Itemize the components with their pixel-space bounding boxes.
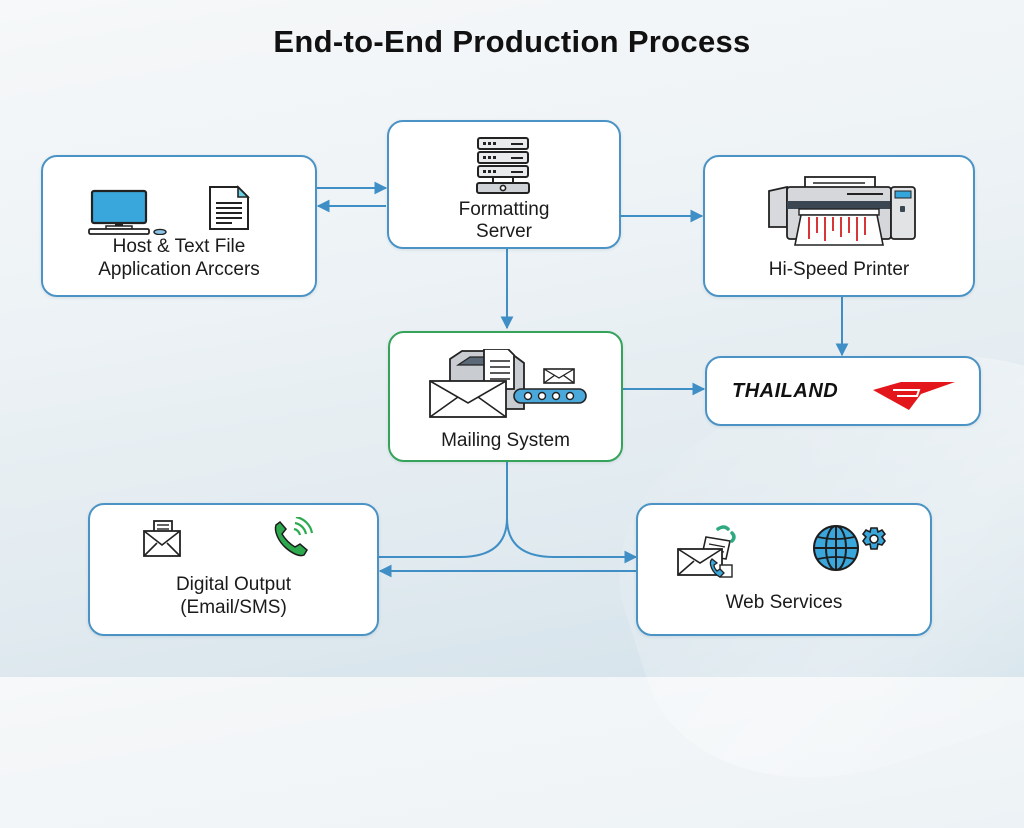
text-document-icon (209, 185, 250, 230)
edge-mailing-to-digital (378, 462, 508, 558)
mail-inserter-conveyor-icon (429, 349, 587, 418)
server-rack-icon (476, 137, 530, 194)
connectors-layer (316, 181, 849, 578)
web-node-label: Web Services (725, 592, 843, 613)
host-node-label-line2: Application Arccers (98, 259, 260, 280)
node-formatting-server[interactable]: Formatting Server (387, 120, 621, 249)
digital-node-label-line2: (Email/SMS) (180, 597, 287, 618)
host-node-label-line1: Host & Text File (112, 236, 246, 257)
phone-icon (274, 517, 314, 557)
globe-gear-icon (813, 525, 887, 571)
thailand-post-logo-icon (873, 382, 955, 410)
node-thailand-post[interactable]: THAILAND (705, 356, 981, 426)
formatting-node-label-line2: Server (476, 221, 532, 242)
node-mailing-system[interactable]: Mailing System (388, 331, 623, 462)
envelope-icon (143, 520, 181, 557)
diagram-title: End-to-End Production Process (273, 24, 751, 59)
formatting-node-label-line1: Formatting (458, 199, 550, 220)
thailand-logo-text: THAILAND (732, 380, 839, 402)
mailing-node-label: Mailing System (441, 430, 570, 451)
desktop-computer-icon (88, 189, 167, 235)
mail-phone-icon (677, 525, 736, 578)
node-digital-output[interactable]: Digital Output (Email/SMS) (88, 503, 379, 636)
node-hi-speed-printer[interactable]: Hi-Speed Printer (703, 155, 975, 297)
node-web-services[interactable]: Web Services (636, 503, 932, 636)
printer-node-label: Hi-Speed Printer (768, 259, 910, 280)
printer-icon (768, 176, 916, 246)
digital-node-label-line1: Digital Output (175, 574, 292, 595)
edge-mailing-to-web (506, 517, 638, 564)
node-host-text-file[interactable]: Host & Text File Application Arccers (41, 155, 317, 297)
